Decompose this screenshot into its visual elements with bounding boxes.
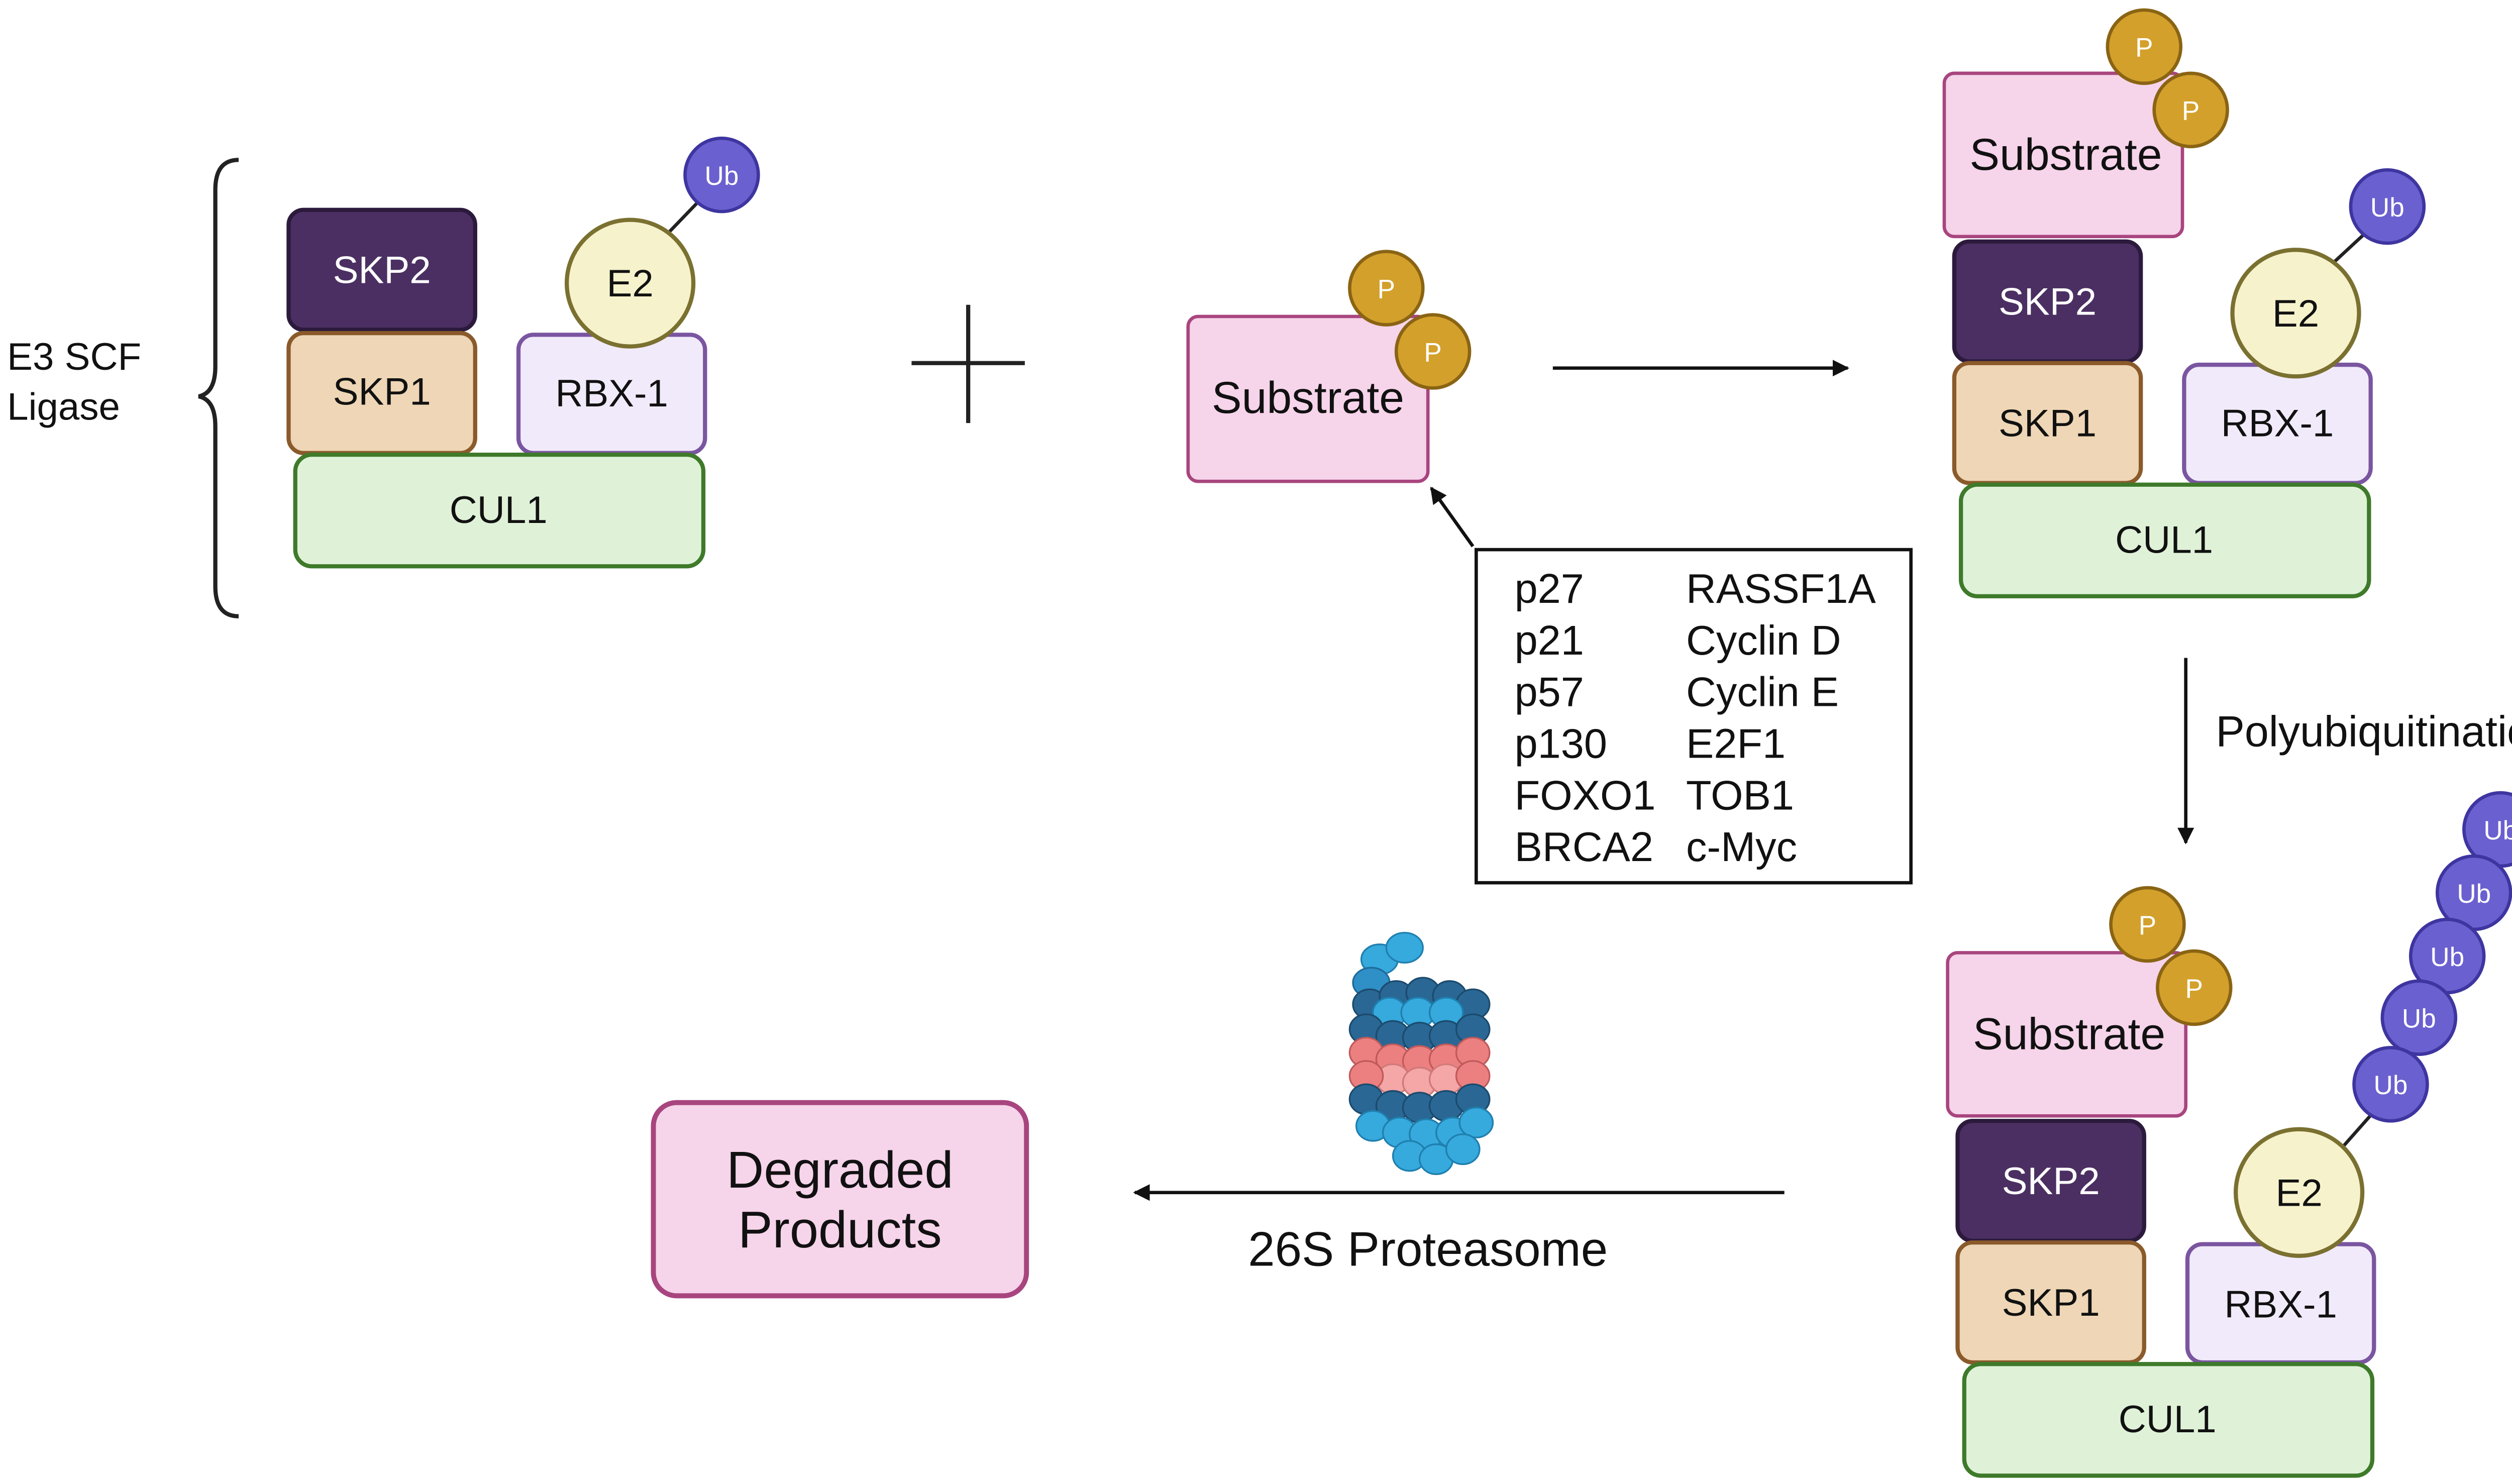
substrate-list-item: p130 — [1515, 720, 1607, 767]
rbx1-label: RBX-1 — [2221, 402, 2334, 445]
e2-enzyme — [2230, 248, 2361, 379]
phosphate-label: P — [1424, 338, 1441, 367]
ub-label: Ub — [2370, 193, 2404, 223]
e2-label: E2 — [2275, 1172, 2322, 1214]
substrate-free: Substrate P P — [1186, 250, 1472, 483]
phosphate-bead — [2109, 886, 2186, 963]
proteasome-icon — [1348, 931, 1494, 1175]
e3-complex-bound: Substrate P P SKP2 SKP1 RBX-1 CUL1 E2 Ub — [1942, 8, 2426, 599]
plus-icon — [911, 304, 1025, 423]
phosphate-bead — [1348, 250, 1425, 327]
ub-bead — [2349, 168, 2426, 245]
substrate-list-item: p21 — [1515, 617, 1584, 664]
proteasome-label: 26S Proteasome — [1248, 1223, 1608, 1277]
cul1-label: CUL1 — [450, 489, 548, 532]
ub-label: Ub — [2402, 1004, 2436, 1034]
skp2-label: SKP2 — [2002, 1160, 2100, 1203]
substrate-list-item: E2F1 — [1686, 720, 1786, 767]
e3-scf-ligase-label: E3 SCF Ligase — [7, 336, 141, 428]
skp1-label: SKP1 — [1999, 402, 2097, 445]
phosphate-label: P — [2135, 33, 2153, 63]
substrate-list-item: BRCA2 — [1515, 823, 1653, 870]
substrate-list-item: Cyclin D — [1686, 617, 1841, 664]
e3-label-line2: Ligase — [7, 385, 120, 428]
skp2-label: SKP2 — [1999, 281, 2097, 324]
e2-enzyme — [2233, 1127, 2365, 1258]
substrate-list-item: TOB1 — [1686, 772, 1794, 818]
rbx1-label: RBX-1 — [2224, 1283, 2337, 1326]
substrate-list-item: Cyclin E — [1686, 669, 1839, 715]
substrate-label: Substrate — [1969, 129, 2162, 179]
degraded-products: Degraded Products — [651, 1100, 1029, 1299]
list-pointer-arrow — [1430, 486, 1475, 548]
e3-complex-free: SKP2 SKP1 RBX-1 CUL1 E2 Ub — [286, 136, 760, 569]
cul1-label: CUL1 — [2115, 519, 2213, 562]
ub-label: Ub — [2483, 816, 2512, 845]
e2-enzyme — [564, 218, 696, 349]
substrate-block — [1946, 951, 2187, 1118]
substrate-list-item: p27 — [1515, 565, 1584, 612]
cul1-block — [1962, 1362, 2375, 1478]
ub-bead — [683, 136, 760, 214]
degraded-label-line2: Products — [738, 1201, 942, 1258]
substrate-list-item: p57 — [1515, 669, 1584, 715]
cul1-label: CUL1 — [2119, 1398, 2217, 1441]
ub-label: Ub — [2457, 879, 2491, 909]
skp1-label: SKP1 — [2002, 1282, 2100, 1324]
substrate-label: Substrate — [1212, 372, 1404, 422]
cul1-block — [1958, 482, 2371, 599]
ub-bead — [2352, 1046, 2429, 1123]
e2-label: E2 — [2272, 292, 2319, 335]
phosphate-label: P — [2185, 974, 2203, 1004]
substrate-list-item: RASSF1A — [1686, 565, 1876, 612]
curly-brace — [198, 158, 239, 618]
phosphate-label: P — [2182, 96, 2200, 126]
substrate-list-box: p27 p21 p57 p130 FOXO1 BRCA2 RASSF1A Cyc… — [1475, 548, 1913, 885]
substrate-list-item: FOXO1 — [1515, 772, 1656, 818]
phosphate-bead — [2106, 8, 2183, 85]
skp1-label: SKP1 — [333, 371, 431, 413]
degraded-label-line1: Degraded — [726, 1141, 953, 1199]
ub-label: Ub — [2430, 942, 2464, 972]
skp2-label: SKP2 — [333, 249, 431, 292]
e2-label: E2 — [606, 262, 653, 305]
substrate-block — [1186, 314, 1430, 483]
cul1-block — [293, 452, 706, 569]
ub-label: Ub — [2374, 1071, 2408, 1100]
substrate-list-item: c-Myc — [1686, 823, 1797, 870]
polyubiquitination-label: Polyubiquitination — [2216, 707, 2512, 756]
e3-complex-polyubiquitinated: Substrate P P SKP2 SKP1 RBX-1 CUL1 E2 Ub… — [1946, 791, 2512, 1478]
phosphate-label: P — [2139, 911, 2156, 940]
e3-label-line1: E3 SCF — [7, 336, 141, 378]
phosphate-bead — [2155, 949, 2233, 1026]
phosphate-label: P — [1378, 274, 1395, 304]
skp2-block — [286, 207, 477, 332]
phosphate-bead — [1394, 313, 1472, 390]
ub-label: Ub — [705, 161, 739, 191]
ub-bead — [2380, 979, 2458, 1056]
rbx1-label: RBX-1 — [555, 372, 668, 415]
substrate-label: Substrate — [1973, 1009, 2165, 1059]
substrate-block — [1942, 71, 2184, 239]
phosphate-bead — [2152, 71, 2229, 149]
